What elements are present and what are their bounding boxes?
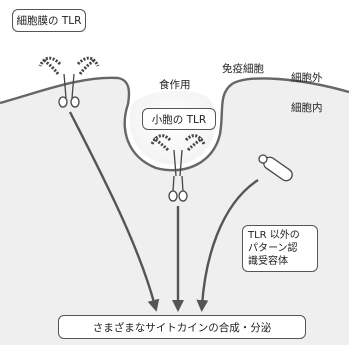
vesicle-tlr-label: 小胞の TLR — [142, 108, 216, 130]
arrow-other-receptor — [196, 178, 259, 312]
membrane-tlr-receptor — [38, 56, 100, 108]
extracellular-label: 細胞外 — [291, 72, 323, 84]
intracellular-label: 細胞内 — [291, 102, 323, 114]
vesicle-tlr-receptor — [150, 134, 206, 202]
other-receptor-label: TLR 以外の パターン認 識受容体 — [242, 225, 318, 272]
other-receptor-line-3: 識受容体 — [248, 256, 288, 267]
phagocytosis-label: 食作用 — [159, 79, 191, 91]
arrow-membrane-tlr — [68, 111, 160, 312]
membrane-tlr-label: 細胞膜の TLR — [12, 9, 86, 32]
cytokine-output-label: さまざまなサイトカインの合成・分泌 — [58, 315, 306, 339]
other-receptor — [258, 154, 293, 182]
immune-cell-label: 免疫細胞 — [222, 63, 264, 75]
cell-membrane — [0, 76, 349, 172]
other-receptor-line-1: TLR 以外の — [248, 230, 300, 241]
other-receptor-line-2: パターン認 — [248, 243, 298, 254]
